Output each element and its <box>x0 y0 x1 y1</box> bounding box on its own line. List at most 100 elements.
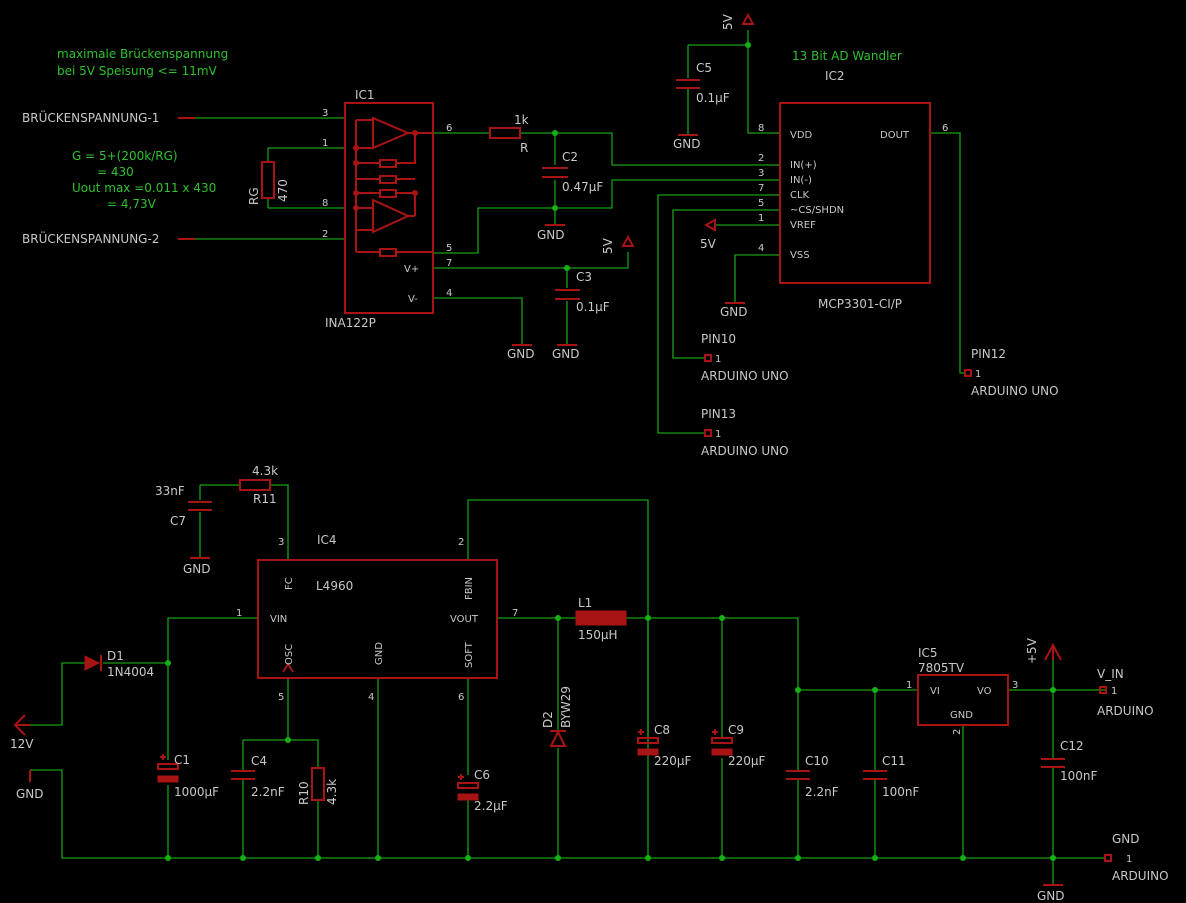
supply-5v-top-symbol <box>741 12 755 25</box>
ic2-pin-vss: VSS <box>790 250 810 261</box>
c2-value: 0.47µF <box>562 180 603 194</box>
ic2-pin6: 6 <box>942 123 948 134</box>
c3-label: C3 <box>576 270 592 284</box>
ic4-pin-vin: VIN <box>270 614 287 625</box>
ic4-pin-fbin: FBIN <box>464 577 475 600</box>
ic1-pin7: 7 <box>446 258 452 269</box>
r11-label: R11 <box>253 492 277 506</box>
c12-value: 100nF <box>1060 769 1098 783</box>
note-gain-value: = 430 <box>97 165 134 179</box>
note-gain-formula: G = 5+(200k/RG) <box>72 149 178 163</box>
ic5-pin2: 2 <box>952 729 963 735</box>
pin13-number: 1 <box>715 429 721 440</box>
pin12-label: PIN12 <box>971 347 1006 361</box>
c3-capacitor <box>555 289 580 300</box>
note-uout-value: = 4,73V <box>107 197 157 211</box>
ic4-pin1: 1 <box>236 608 242 619</box>
c8-label: C8 <box>654 723 670 737</box>
ic4-label: IC4 <box>317 533 337 547</box>
ic4-pin7: 7 <box>512 608 518 619</box>
c10-label: C10 <box>805 754 829 768</box>
c7-capacitor <box>188 501 212 511</box>
c6-capacitor <box>457 774 479 801</box>
vin-board: ARDUINO <box>1097 704 1154 718</box>
ic1-pin2: 2 <box>322 229 328 240</box>
ic2-pin-cs: ~CS/SHDN <box>790 205 844 216</box>
c8-value: 220µF <box>654 754 692 768</box>
ic2-pin8: 8 <box>758 123 764 134</box>
note-adc-title: 13 Bit AD Wandler <box>792 49 902 63</box>
d2-diode <box>549 729 567 747</box>
ic5-value: 7805TV <box>918 661 965 675</box>
net-bridge-1: BRÜCKENSPANNUNG-1 <box>22 109 159 125</box>
c1-label: C1 <box>174 753 190 767</box>
ic2-pin-clk: CLK <box>790 190 810 201</box>
top-wires <box>195 30 965 434</box>
c2-capacitor <box>542 167 568 178</box>
l1-value: 150µH <box>578 628 618 642</box>
bottom-gnd-label: GND <box>1037 889 1065 903</box>
ic4-pin6: 6 <box>458 692 464 703</box>
r-label: R <box>520 141 528 155</box>
c9-label: C9 <box>728 723 744 737</box>
input-12v-label: 12V <box>10 737 34 751</box>
ic1-value: INA122P <box>325 316 376 330</box>
c4-label: C4 <box>251 754 267 768</box>
l1-label: L1 <box>578 596 592 610</box>
pin12-number: 1 <box>975 369 981 380</box>
c11-label: C11 <box>882 754 906 768</box>
ic5-pin-vi: VI <box>930 686 940 697</box>
ic2-pin1: 1 <box>758 213 764 224</box>
gnd-conn-label: GND <box>1112 832 1140 846</box>
ic1-pin8: 8 <box>322 198 328 209</box>
rg-label: RG <box>247 187 261 205</box>
pin10-label: PIN10 <box>701 332 736 346</box>
ic2-pin4: 4 <box>758 243 764 254</box>
c2-label: C2 <box>562 150 578 164</box>
ic2-pin2: 2 <box>758 153 764 164</box>
gnd-conn-board: ARDUINO <box>1112 869 1169 883</box>
ic5-7805 <box>917 674 1009 726</box>
ic2-pin5: 5 <box>758 198 764 209</box>
ic4-value: L4960 <box>316 579 353 593</box>
r-resistor <box>489 127 521 139</box>
ic2-pin3: 3 <box>758 168 764 179</box>
c7-value: 33nF <box>155 484 185 498</box>
ic1-pin-vplus: V+ <box>404 264 419 275</box>
note-bridge-max: maximale Brückenspannung <box>57 47 228 61</box>
c5-gnd-label: GND <box>673 137 701 151</box>
d1-label: D1 <box>107 649 124 663</box>
supply-5v-ic1-symbol <box>621 234 635 247</box>
gnd-connector <box>1104 854 1112 862</box>
c11-capacitor <box>863 770 887 780</box>
ic2-mcp3301 <box>779 102 931 284</box>
ic4-pin4: 4 <box>368 692 374 703</box>
c4-value: 2.2nF <box>251 785 285 799</box>
ic2-value: MCP3301-CI/P <box>818 297 902 311</box>
supply-plus5v-symbol <box>1044 642 1062 661</box>
c9-capacitor <box>711 729 733 756</box>
c6-label: C6 <box>474 768 490 782</box>
ic1-pin4: 4 <box>446 288 452 299</box>
ic4-l4960 <box>257 559 498 679</box>
ic2-gnd-label: GND <box>720 305 748 319</box>
ic5-pin-gnd: GND <box>950 710 973 721</box>
c5-label: C5 <box>696 61 712 75</box>
ic2-pin-dout: DOUT <box>880 130 910 141</box>
supply-5v-top: 5V <box>721 13 735 30</box>
note-bridge-supply: bei 5V Speisung <= 11mV <box>57 64 218 78</box>
c4-capacitor <box>231 770 255 780</box>
d2-label: D2 <box>541 711 555 728</box>
vin-connector <box>1099 686 1107 694</box>
c2-gnd-label: GND <box>537 228 565 242</box>
r11-value: 4.3k <box>252 464 278 478</box>
vin-label: V_IN <box>1097 667 1124 681</box>
c3-value: 0.1µF <box>576 300 610 314</box>
c1-value: 1000µF <box>174 785 219 799</box>
ic2-label: IC2 <box>825 69 845 83</box>
ic1-pin-vminus: V- <box>408 294 418 305</box>
pin13-label: PIN13 <box>701 407 736 421</box>
supply-plus5v-label: +5V <box>1025 637 1039 664</box>
ic4-pin2: 2 <box>458 537 464 548</box>
